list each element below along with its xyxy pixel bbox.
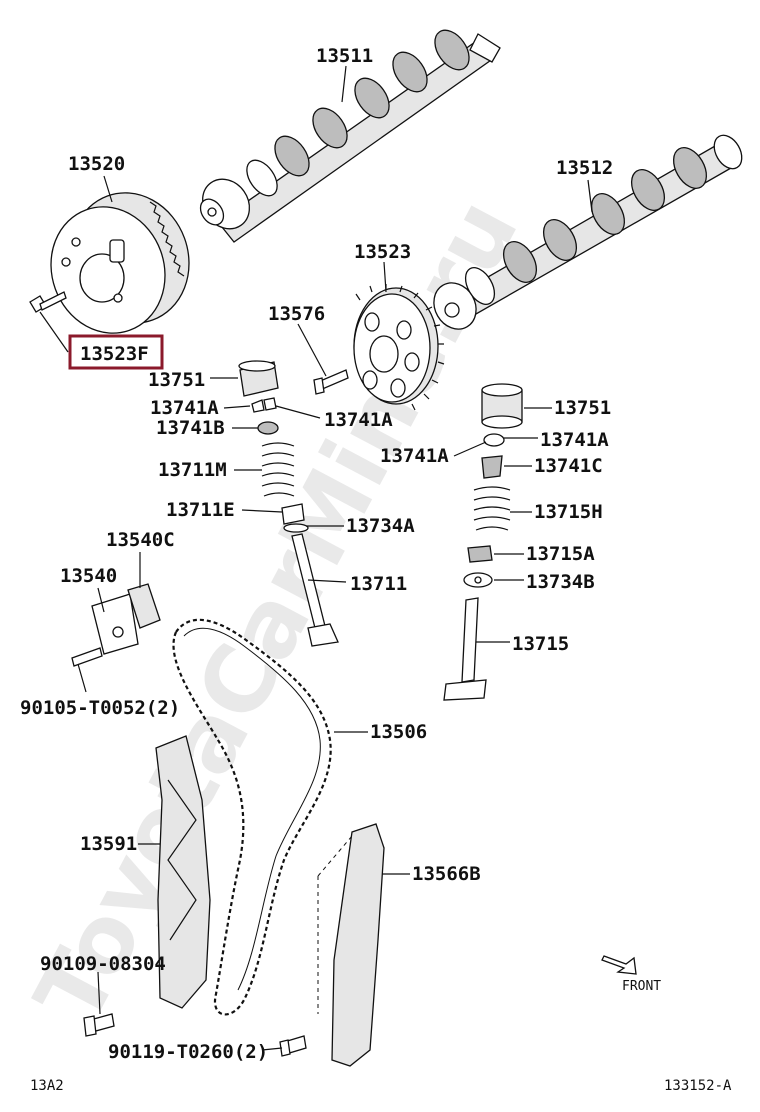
highlight-box — [68, 334, 164, 370]
label-13715: 13715 — [512, 633, 569, 655]
label-90119-T0260: 90119-T0260(2) — [108, 1041, 268, 1063]
label-13512: 13512 — [556, 157, 613, 179]
label-13520: 13520 — [68, 153, 125, 175]
chain-guide-13566B — [317, 823, 385, 1067]
label-13540: 13540 — [60, 565, 117, 587]
label-13715H: 13715H — [534, 501, 603, 523]
valve-train-left — [238, 360, 339, 647]
leader-lines — [77, 65, 593, 1051]
label-13523F: 13523F — [80, 343, 149, 365]
camshaft-13512 — [433, 134, 743, 330]
label-13711E: 13711E — [166, 499, 235, 521]
bolt-13523F — [29, 291, 69, 353]
front-arrow-icon — [601, 955, 637, 975]
label-code-left: 13A2 — [30, 1078, 64, 1094]
vvt-gear-13520 — [50, 192, 190, 334]
label-13711M: 13711M — [158, 459, 227, 481]
label-13741A-left-2: 13741A — [324, 409, 393, 431]
bolt-13576 — [313, 369, 349, 395]
label-13741A-left-1: 13741A — [150, 397, 219, 419]
label-13591: 13591 — [80, 833, 137, 855]
timing-chain-13506 — [172, 618, 332, 1016]
label-13741B: 13741B — [156, 417, 225, 439]
label-13523: 13523 — [354, 241, 411, 263]
valve-train-right — [443, 383, 523, 701]
label-13734A: 13734A — [346, 515, 415, 537]
label-13566B: 13566B — [412, 863, 481, 885]
label-13540C: 13540C — [106, 529, 175, 551]
chain-guide-13591 — [155, 735, 211, 1009]
part-labels: 13511 13520 13512 13523 13576 13523F 137… — [20, 45, 732, 1094]
label-13741A-right-2: 13741A — [380, 445, 449, 467]
label-code-right: 133152-A — [664, 1078, 732, 1094]
label-13741C: 13741C — [534, 455, 603, 477]
camshaft-13511 — [199, 29, 501, 243]
bolt-90119 — [279, 1035, 307, 1057]
label-front: FRONT — [622, 979, 661, 994]
label-13511: 13511 — [316, 45, 373, 67]
label-13711: 13711 — [350, 573, 407, 595]
label-13751-right: 13751 — [554, 397, 611, 419]
tensioner-13540 — [71, 583, 161, 667]
label-13741A-right-1: 13741A — [540, 429, 609, 451]
sprocket-13523 — [353, 284, 445, 411]
label-13715A: 13715A — [526, 543, 595, 565]
bolt-90109 — [83, 1013, 115, 1037]
label-90109-08304: 90109-08304 — [40, 953, 166, 975]
label-13576: 13576 — [268, 303, 325, 325]
label-90105-T0052: 90105-T0052(2) — [20, 697, 180, 719]
label-13751-left: 13751 — [148, 369, 205, 391]
label-13734B: 13734B — [526, 571, 595, 593]
label-13506: 13506 — [370, 721, 427, 743]
